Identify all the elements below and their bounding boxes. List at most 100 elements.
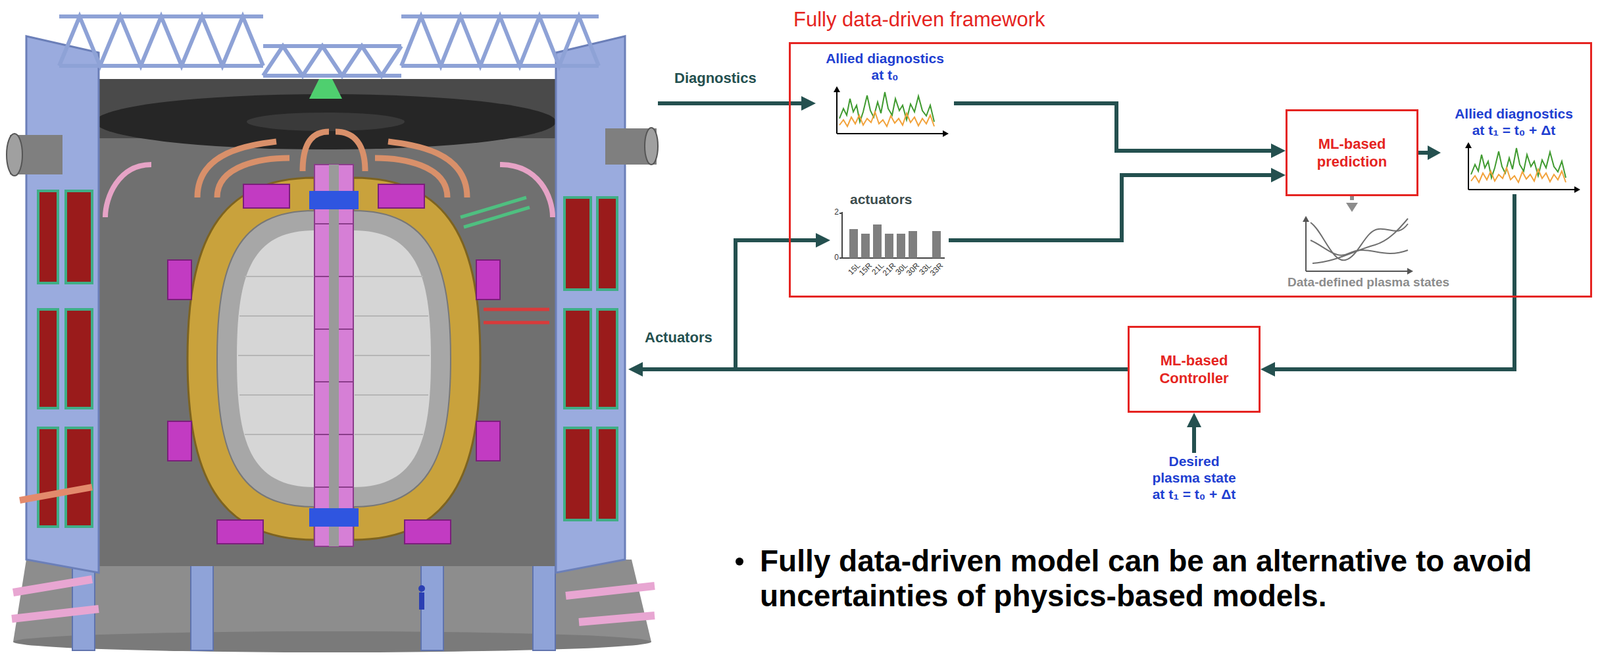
tokamak-illustration-part-part <box>460 197 527 218</box>
state-plot-part-part <box>1310 240 1408 256</box>
tokamak-illustration-part <box>353 210 451 507</box>
bar-chart-part-part <box>849 228 858 258</box>
arrowhead <box>1271 167 1286 183</box>
tokamak-illustration-part <box>309 507 359 527</box>
tokamak-illustration-part <box>167 184 500 544</box>
chart-title: actuators <box>830 190 949 208</box>
bullet-dot <box>735 557 744 566</box>
tokamak-illustration-part-part <box>13 578 93 593</box>
signal-plot-part <box>839 92 935 122</box>
state-plot-part <box>1305 270 1409 272</box>
tokamak-illustration-part-part <box>11 608 99 619</box>
tokamak-illustration-part-part <box>463 207 530 227</box>
plot-caption: Data-defined plasma states <box>1269 275 1468 290</box>
state-plot-part <box>1407 267 1414 275</box>
connector-arrow <box>735 232 1128 370</box>
tokamak-illustration-part-part <box>483 321 550 325</box>
tokamak-illustration-part-part <box>483 307 550 312</box>
tokamak-illustration-part <box>532 559 556 650</box>
tokamak-illustration-part-part <box>597 309 618 408</box>
connector-arrow <box>1186 412 1202 453</box>
arrowhead <box>1271 143 1286 158</box>
tokamak-illustration-part <box>421 559 444 650</box>
state-plot-part <box>1305 220 1307 272</box>
tokamak-illustration-part <box>19 486 93 500</box>
tokamak-illustration-part-part <box>59 63 264 68</box>
signal-label: Actuators <box>644 328 713 346</box>
tokamak-illustration-part-part <box>38 309 58 408</box>
signal-arrow-part <box>628 361 643 377</box>
tokamak-illustration <box>6 16 658 652</box>
tokamak-illustration-part <box>190 559 214 650</box>
tokamak-illustration-part-part <box>401 63 599 68</box>
tokamak-illustration-part-part <box>354 354 430 356</box>
state-plot-part <box>1310 218 1408 264</box>
plasma-state-plot: Data-defined plasma states <box>1269 211 1468 293</box>
framework-box: Fully data-driven frameworkAllied diagno… <box>788 42 1593 298</box>
connector-line <box>1192 425 1197 453</box>
tokamak-illustration-part-part <box>565 585 655 596</box>
bar-chart-part-part <box>932 230 941 258</box>
connector-line <box>948 175 1274 241</box>
arrowhead <box>1260 361 1275 377</box>
signal-arrow-part <box>657 101 804 106</box>
tokamak-illustration-part-part <box>354 315 429 317</box>
tokamak-illustration-part-part <box>65 190 93 283</box>
tokamak-illustration-part <box>95 94 556 150</box>
state-plot <box>1302 215 1414 275</box>
arrowhead <box>815 232 831 248</box>
bar-chart-part-part <box>908 230 918 258</box>
tokamak-illustration-part-part <box>378 184 425 208</box>
tokamak-illustration-part-part <box>243 184 290 208</box>
axis-tick: 2 <box>834 207 839 218</box>
tokamak-illustration-part-part <box>564 197 591 290</box>
tokamak-illustration-part <box>72 559 95 650</box>
bar-chart-part-part <box>884 233 894 258</box>
tokamak-illustration-part <box>644 127 658 165</box>
signal-arrow <box>628 96 816 377</box>
tokamak-illustration-part-part <box>238 354 314 356</box>
tokamak-illustration-part-part <box>38 190 58 283</box>
bar-chart-part <box>839 212 843 214</box>
tokamak-illustration-part <box>353 230 431 487</box>
tokamak-illustration-part <box>246 112 405 131</box>
tokamak-illustration-part-part <box>476 259 500 300</box>
tokamak-illustration-part <box>309 190 359 210</box>
tokamak-illustration-part-part <box>239 394 314 396</box>
signal-plot <box>833 86 949 137</box>
arrowhead <box>1427 145 1441 160</box>
bar-chart-part <box>849 224 941 258</box>
connector-arrow <box>1260 194 1515 377</box>
signal-plot-part <box>942 130 949 137</box>
bar-chart-part-part <box>861 233 870 258</box>
bullet-note: Fully data-driven model can be an altern… <box>759 543 1593 614</box>
tokamak-illustration-part <box>328 164 339 547</box>
tokamak-illustration-part <box>105 164 152 218</box>
signal-arrow-part <box>801 96 816 111</box>
tokamak-illustration-part <box>483 309 550 323</box>
connector-arrow <box>1346 196 1358 212</box>
connector-line <box>953 103 1274 151</box>
box-label: ML-based Controller <box>1144 351 1244 388</box>
chart-title: Allied diagnostics at t₁ = t₀ + Δt <box>1449 105 1579 139</box>
tokamak-illustration-part <box>11 578 655 622</box>
tokamak-illustration-part-part <box>239 315 314 317</box>
signal-plot <box>1465 142 1581 193</box>
tokamak-illustration-part-part <box>263 46 402 76</box>
connector-line <box>735 240 1128 370</box>
tokamak-illustration-part <box>187 177 315 540</box>
tokamak-illustration-part-part <box>354 394 429 396</box>
arrowhead <box>1346 202 1358 212</box>
tokamak-illustration-part <box>217 210 315 507</box>
tokamak-illustration-part-part <box>597 427 618 520</box>
tokamak-illustration-part-part <box>217 519 264 544</box>
signal-plot-part <box>836 90 838 134</box>
target-label: Desired plasma state at t₁ = t₀ + Δt <box>1144 452 1244 503</box>
process-box: ML-based prediction <box>1285 109 1419 197</box>
target-state: Desired plasma state at t₁ = t₀ + Δt <box>1144 452 1244 508</box>
chart-title: Allied diagnostics at t₀ <box>820 50 950 83</box>
connector-arrow <box>953 103 1286 158</box>
process-box: ML-based Controller <box>1127 325 1261 413</box>
tokamak-illustration-part-part <box>167 259 192 300</box>
